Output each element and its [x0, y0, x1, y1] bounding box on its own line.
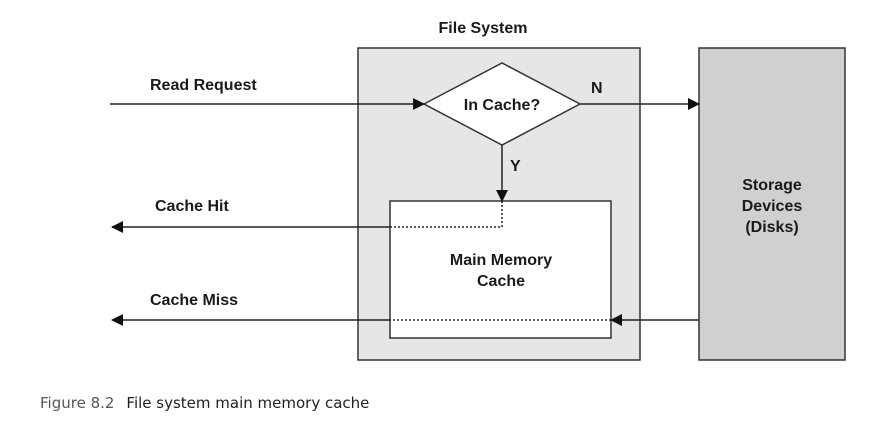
- cache-label-2: Cache: [477, 273, 525, 290]
- main-memory-cache-box: [389, 200, 612, 339]
- no-branch-label: N: [591, 80, 603, 97]
- cache-miss-label: Cache Miss: [150, 292, 238, 309]
- storage-devices-box: [698, 47, 846, 361]
- file-system-title: File System: [439, 20, 528, 37]
- yes-branch-label: Y: [510, 158, 521, 175]
- storage-label-2: Devices: [742, 198, 803, 215]
- cache-hit-label: Cache Hit: [155, 198, 229, 215]
- figure-number: Figure 8.2: [40, 394, 115, 412]
- storage-label-1: Storage: [742, 177, 802, 194]
- figure-caption-text: File system main memory cache: [126, 394, 370, 412]
- cache-label-1: Main Memory: [450, 252, 552, 269]
- decision-label: In Cache?: [464, 97, 540, 114]
- cache-hit-dotted-path: [390, 201, 503, 228]
- storage-label-3: (Disks): [745, 219, 798, 236]
- figure-caption: Figure 8.2 File system main memory cache: [40, 394, 369, 412]
- read-request-label: Read Request: [150, 77, 257, 94]
